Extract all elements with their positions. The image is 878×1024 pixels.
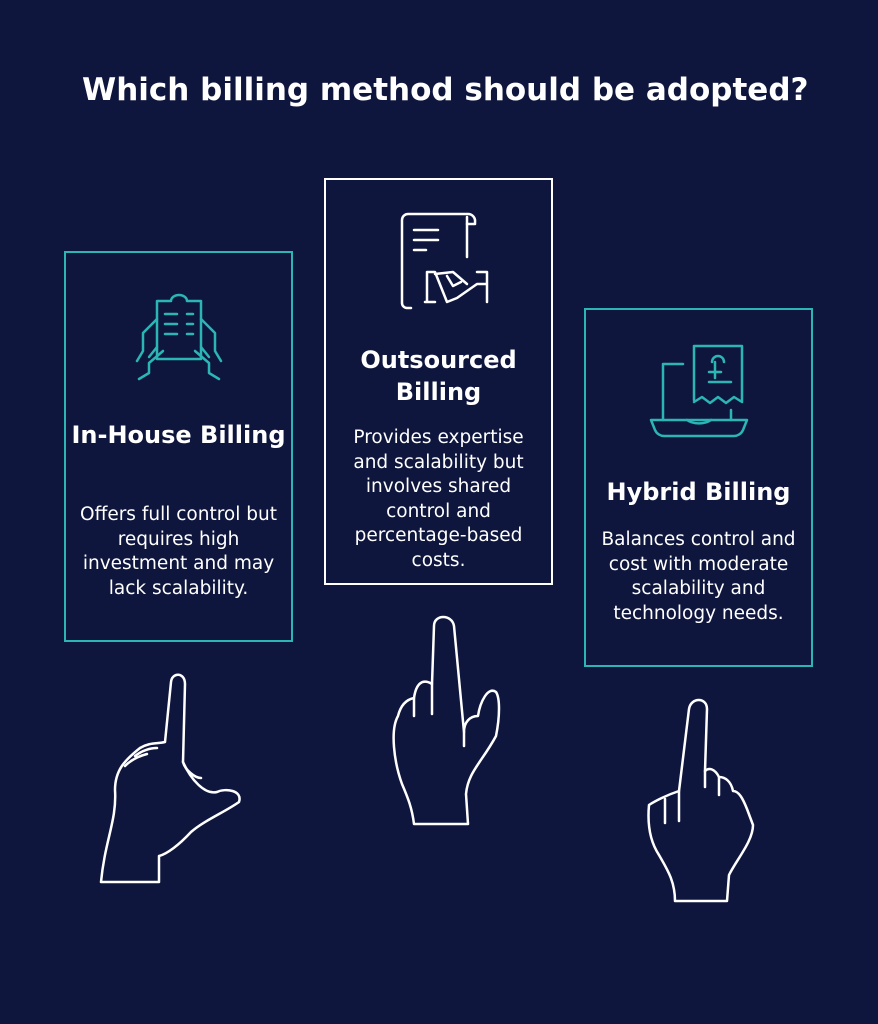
- option-heading: Hybrid Billing: [606, 478, 791, 506]
- pointing-hand-left-icon: [99, 673, 241, 884]
- pointing-hand-middle-icon: [392, 615, 501, 826]
- option-description: Balances control and cost with moderate …: [601, 529, 796, 624]
- card-in-house-billing: In-House Billing Offers full control but…: [64, 251, 293, 642]
- card-hybrid-billing: Hybrid Billing Balances control and cost…: [584, 308, 813, 667]
- option-heading: Outsourced Billing: [360, 346, 517, 406]
- pointing-hand-right-icon: [647, 698, 755, 903]
- card-outsourced-billing: Outsourced Billing Provides expertise an…: [324, 178, 553, 585]
- clipboard-in-hands-icon: [135, 293, 222, 381]
- option-heading: In-House Billing: [71, 421, 286, 449]
- page-title: Which billing method should be adopted?: [82, 72, 809, 108]
- option-description: Offers full control but requires high in…: [80, 504, 277, 599]
- laptop-pound-receipt-icon: [649, 344, 748, 438]
- option-description: Provides expertise and scalability but i…: [353, 427, 524, 571]
- contract-handshake-icon: [400, 212, 488, 310]
